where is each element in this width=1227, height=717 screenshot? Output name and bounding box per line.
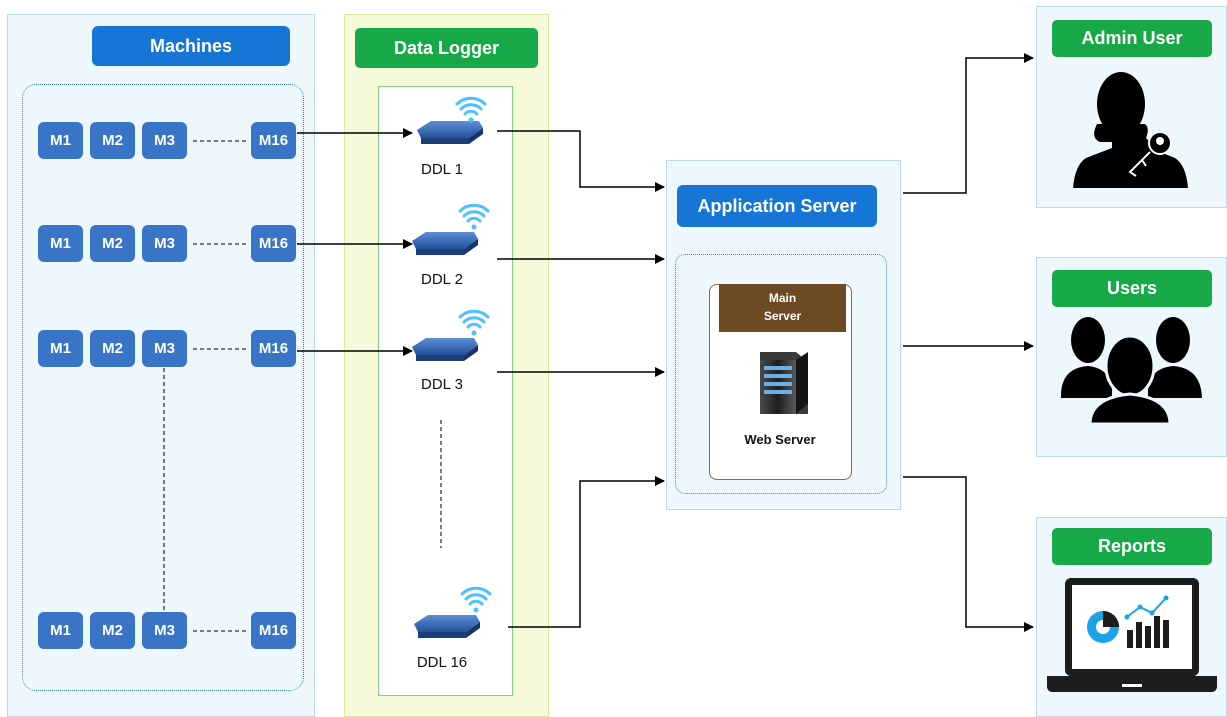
machine-m16[interactable]: M16 <box>251 612 296 649</box>
arrow-server-to-admin <box>903 53 1034 194</box>
users-icon <box>1060 317 1202 426</box>
machine-m16[interactable]: M16 <box>251 330 296 367</box>
machine-m16[interactable]: M16 <box>251 225 296 262</box>
app-server-group <box>675 254 887 494</box>
machine-m2[interactable]: M2 <box>90 612 135 649</box>
app-server-title: Application Server <box>677 185 877 227</box>
machine-m1[interactable]: M1 <box>38 122 83 159</box>
machine-m1[interactable]: M1 <box>38 225 83 262</box>
ddl-label: DDL 16 <box>416 654 468 671</box>
ddl-device-icon <box>412 203 490 255</box>
machine-m1[interactable]: M1 <box>38 330 83 367</box>
reports-icon <box>1047 578 1217 692</box>
ddl-device-icon <box>412 309 490 361</box>
machine-m2[interactable]: M2 <box>90 225 135 262</box>
arrow-ddl1-to-server <box>497 130 665 192</box>
server-tower-icon <box>760 352 808 414</box>
data-logger-title: Data Logger <box>355 28 538 68</box>
machine-m2[interactable]: M2 <box>90 122 135 159</box>
machine-m3[interactable]: M3 <box>142 225 187 262</box>
ddl-label: DDL 2 <box>421 271 463 288</box>
machine-m1[interactable]: M1 <box>38 612 83 649</box>
arrow-server-to-reports <box>903 476 1034 632</box>
machine-m3[interactable]: M3 <box>142 612 187 649</box>
machine-m3[interactable]: M3 <box>142 330 187 367</box>
users-title: Users <box>1052 270 1212 307</box>
machines-group <box>22 84 304 691</box>
admin-user-icon <box>1073 72 1188 188</box>
ddl-device-icon <box>414 586 492 638</box>
machine-m2[interactable]: M2 <box>90 330 135 367</box>
ddl-label: DDL 3 <box>421 376 463 393</box>
admin-user-title: Admin User <box>1052 20 1212 57</box>
main-server-label: Main Server <box>719 284 846 332</box>
arrow-ddl16-to-server <box>508 476 665 628</box>
ddl-device-icon <box>417 96 487 144</box>
machine-m3[interactable]: M3 <box>142 122 187 159</box>
machine-m16[interactable]: M16 <box>251 122 296 159</box>
web-server-label: Web Server <box>744 432 816 447</box>
ddl-label: DDL 1 <box>421 161 463 178</box>
reports-title: Reports <box>1052 528 1212 565</box>
machines-title: Machines <box>92 26 290 66</box>
